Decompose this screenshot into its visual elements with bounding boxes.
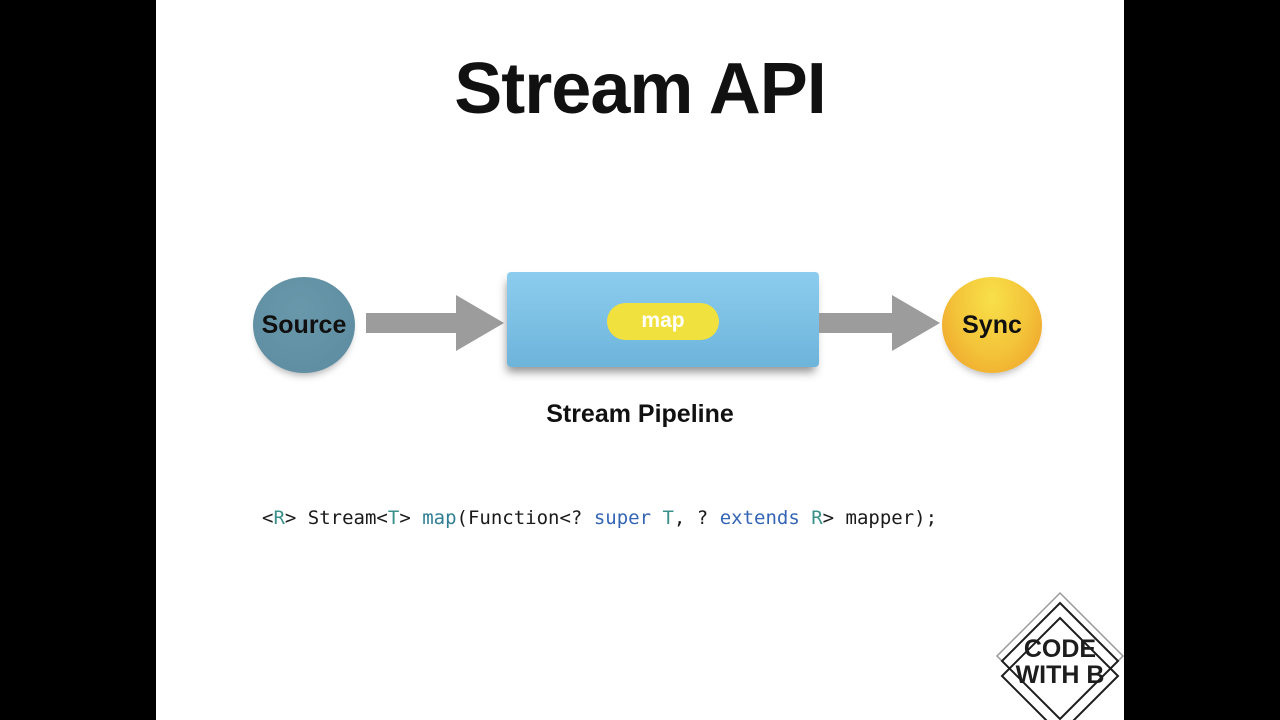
channel-logo-line2: WITH B (1015, 661, 1105, 689)
map-operation-label: map (641, 309, 685, 332)
source-node-label: Source (261, 310, 347, 339)
pipeline-box: map (507, 272, 819, 367)
code-token: < (262, 507, 274, 529)
code-token: R (273, 507, 285, 529)
code-token: > mapper); (822, 507, 938, 529)
arrow-right-icon (366, 295, 504, 351)
letterbox-bar-left (0, 0, 156, 720)
code-token: extends (719, 507, 800, 529)
channel-logo: CODE WITH B (985, 588, 1135, 720)
source-node: Source (253, 277, 355, 373)
sync-node: Sync (942, 277, 1042, 373)
code-token (800, 507, 811, 529)
code-token: > Stream< (284, 507, 388, 529)
map-operation-pill: map (607, 302, 719, 340)
page-title: Stream API (454, 49, 826, 129)
code-token: , ? (673, 507, 720, 529)
diamond-logo-icon (995, 591, 1125, 720)
letterbox-bar-right (1124, 0, 1280, 720)
code-token: map (422, 507, 457, 529)
code-token: (Function<? (456, 507, 594, 529)
code-token (651, 507, 662, 529)
arrow-right-icon (819, 295, 940, 351)
code-token: T (662, 507, 674, 529)
code-line: <R> Stream<T> map(Function<? super T, ? … (262, 507, 937, 529)
code-token: R (811, 507, 823, 529)
slide-content: Stream API (156, 0, 1124, 720)
channel-logo-text: CODE WITH B (985, 636, 1135, 688)
channel-logo-line1: CODE (1023, 635, 1097, 663)
code-token: T (387, 507, 400, 529)
pipeline-caption: Stream Pipeline (546, 400, 734, 428)
sync-node-label: Sync (962, 310, 1022, 339)
code-token: > (399, 507, 423, 529)
code-token: super (593, 507, 652, 529)
